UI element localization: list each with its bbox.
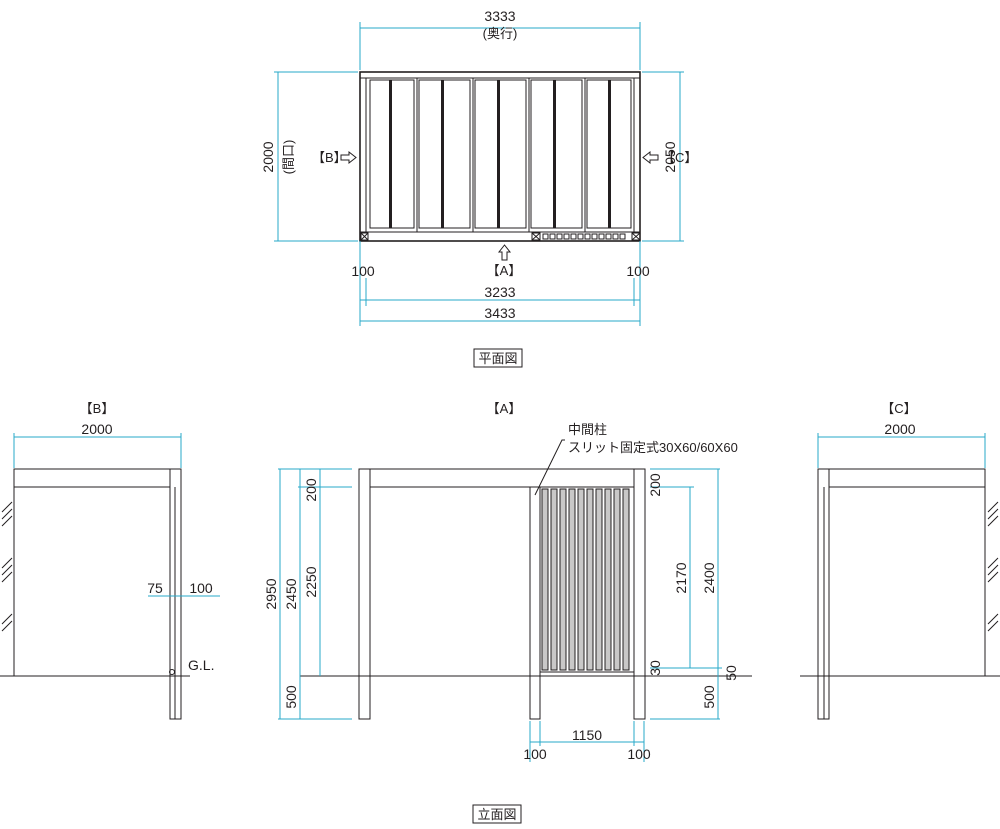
plan-view-arrow-c: 【C】 (642, 150, 697, 165)
elevation-a-dim-2170: 2170 (673, 562, 689, 593)
elevation-a-dim-top-200: 200 (303, 478, 319, 502)
elevation-b-width: 2000 (81, 421, 112, 437)
elevation-a-dim-1150: 1150 (572, 727, 602, 743)
elevation-c-beam (817, 468, 986, 488)
plan-bottom-inner-value: 3233 (484, 284, 515, 300)
elevation-a-left-dims: 2950 2450 2250 200 500 (263, 468, 352, 720)
plan-depth-label: (奥行) (483, 26, 518, 41)
plan-view: 3333 (奥行) 2000 (間口) 2050 【B】 【C】 (260, 8, 697, 368)
plan-view-arrow-a: 【A】 (487, 244, 522, 278)
elevation-a-dim-bottom-100-right: 100 (627, 746, 651, 762)
elevation-a-dim-right-200: 200 (647, 473, 663, 497)
elevation-b: 【B】 2000 75 100 G.L. (0, 401, 220, 720)
elevation-a-right-post (633, 468, 646, 720)
elevation-b-gl-label: G.L. (188, 657, 214, 673)
plan-label-a: 【A】 (487, 263, 522, 278)
plan-view-arrow-b: 【B】 (312, 150, 357, 165)
elevation-a-dim-50: 50 (723, 665, 739, 681)
elevation-a-right-dims: 200 2170 2400 30 50 500 (647, 468, 739, 720)
elevation-a-dim-total: 2950 (263, 578, 279, 609)
arrow-left-icon (642, 150, 659, 165)
plan-right-value: 2050 (662, 141, 678, 172)
elevation-a-callout-title: 中間柱 (568, 422, 607, 437)
elevation-b-dim-100: 100 (189, 580, 213, 596)
elevation-a-callout-spec: スリット固定式30X60/60X60 (568, 440, 738, 455)
elevation-a-dim-right-500: 500 (701, 685, 717, 709)
elevation-a-dim-2450: 2450 (283, 578, 299, 609)
arrow-up-icon (497, 244, 512, 261)
elevation-a-dim-2250: 2250 (303, 566, 319, 597)
plan-frontage-label: (間口) (281, 140, 296, 175)
plan-roof-panels (369, 78, 632, 232)
plan-bottom-left-value: 100 (351, 263, 375, 279)
plan-label-b: 【B】 (312, 150, 347, 165)
elevation-b-dim-75: 75 (147, 580, 163, 596)
plan-caption: 平面図 (478, 351, 517, 366)
plan-slit-strip (359, 231, 641, 242)
elevation-a-slit-screen (539, 486, 635, 673)
elevation-c: 【C】 2000 (800, 401, 1000, 720)
plan-bottom-outer-value: 3433 (484, 305, 515, 321)
elevation-a-left-post (358, 468, 371, 720)
plan-bottom-right-value: 100 (626, 263, 650, 279)
elevation-a-middle-post (529, 486, 541, 720)
elevation-a-dim-bottom-500: 500 (283, 685, 299, 709)
plan-frontage-value: 2000 (260, 141, 276, 172)
arrow-right-icon (340, 150, 357, 165)
elevation-b-beam (13, 468, 182, 488)
plan-dim-depth: 3333 (奥行) (359, 8, 641, 70)
plan-dim-right: 2050 (642, 71, 684, 242)
plan-dim-bottom: 100 100 3233 3433 (351, 241, 650, 326)
plan-depth-value: 3333 (484, 8, 515, 24)
elevation-a-dim-30: 30 (647, 660, 663, 676)
elevation-a-bottom-dims: 100 1150 100 (523, 721, 651, 762)
elevation-a-dim-bottom-100-left: 100 (523, 746, 547, 762)
elevation-a-title: 【A】 (487, 401, 522, 416)
elevation-caption: 立面図 (477, 807, 516, 822)
elevation-a-dim-2400: 2400 (701, 562, 717, 593)
plan-label-c: 【C】 (662, 150, 697, 165)
elevation-c-width: 2000 (884, 421, 915, 437)
plan-dim-frontage: 2000 (間口) (260, 71, 358, 242)
elevation-b-title: 【B】 (80, 401, 115, 416)
elevation-a-beam (358, 468, 646, 488)
elevation-a: 【A】 中間柱 スリット固定式30X60/60X60 (263, 401, 752, 762)
elevation-c-title: 【C】 (881, 401, 916, 416)
